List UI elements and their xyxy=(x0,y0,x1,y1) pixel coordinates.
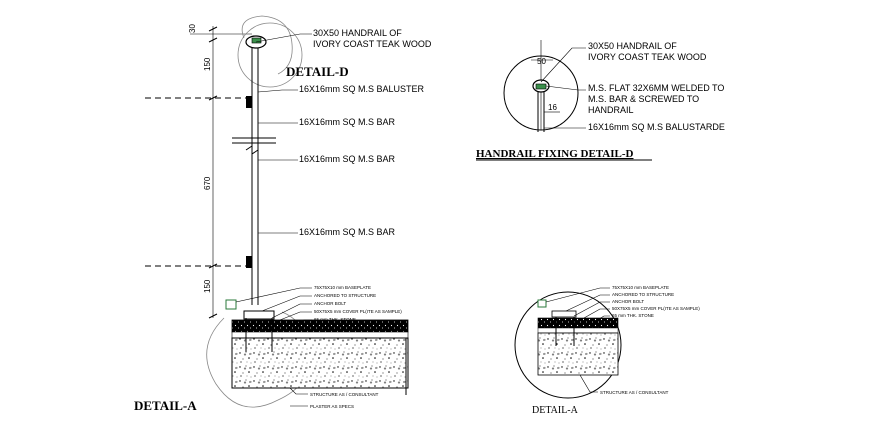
screed-layer xyxy=(231,331,409,339)
detail-a-small: 75X75X10 mm BASEPLATE ANCHORED TO STRUCT… xyxy=(514,285,700,416)
detail-d-handrail-line1: 30X50 HANDRAIL OF xyxy=(588,41,677,51)
detail-d-balustrade-label: 16X16mm SQ M.S BALUSTARDE xyxy=(588,122,725,132)
small-note-3: ANCHOR BOLT xyxy=(612,299,644,304)
handrail-fixing-detail-d: 50 16 30X50 HANDRAIL OF IVORY COAST TEAK… xyxy=(476,40,725,161)
handrail-label-line2: IVORY COAST TEAK WOOD xyxy=(313,39,432,49)
leader-lines xyxy=(255,33,312,234)
small-note-5: 65 mm THK. STONE xyxy=(612,313,654,318)
base-detail-large xyxy=(206,299,409,408)
detail-a-small-circle xyxy=(514,291,622,399)
small-concrete-slab xyxy=(537,332,619,376)
bar-label-3: 16X16mm SQ M.S BAR xyxy=(299,227,396,237)
detail-d-flat-line3: HANDRAIL xyxy=(588,105,634,115)
handrail-flat-plate xyxy=(251,37,262,44)
concrete-slab xyxy=(231,337,409,389)
detail-a-title-small: DETAIL-A xyxy=(532,405,579,416)
base-note-4: 50X75X5 mm COVER PL(ITE AS SAMPLE) xyxy=(314,309,402,314)
small-note-2: ANCHORED TO STRUCTURE xyxy=(612,292,674,297)
detail-d-callout-circle xyxy=(237,22,303,88)
small-screed-layer xyxy=(537,327,619,334)
small-note-1: 75X75X10 mm BASEPLATE xyxy=(612,285,669,290)
detail-d-leaders xyxy=(540,47,586,129)
dim-side-value: 16 xyxy=(548,103,557,112)
dim-upper: 150 xyxy=(203,57,212,71)
detail-d-flat-line1: M.S. FLAT 32X6MM WELDED TO xyxy=(588,83,724,93)
bar-label-1: 16X16mm SQ M.S BAR xyxy=(299,117,396,127)
base-note-leaders xyxy=(235,287,312,407)
cover-plate xyxy=(225,299,237,310)
baluster-connection-top xyxy=(246,96,252,108)
small-note-4: 50X75X5 mm COVER PL(ITE AS SAMPLE) xyxy=(612,306,700,311)
small-note-structure: STRUCTURE AS / CONSULTANT xyxy=(600,390,669,395)
detail-d-reference: DETAIL-D xyxy=(286,64,349,79)
base-note-3: ANCHOR BOLT xyxy=(314,301,346,306)
base-note-5: 65 mm THK. STONE xyxy=(314,317,356,322)
detail-d-title: HANDRAIL FIXING DETAIL-D xyxy=(476,148,634,160)
dim-top: 30 xyxy=(188,24,197,33)
baluster-label: 16X16mm SQ M.S BALUSTER xyxy=(299,84,425,94)
dim-top-value: 50 xyxy=(537,57,546,66)
detail-a-title-large: DETAIL-A xyxy=(134,398,197,413)
bar-label-2: 16X16mm SQ M.S BAR xyxy=(299,154,396,164)
dimension-ticks xyxy=(190,26,252,319)
small-note-leaders xyxy=(545,287,610,393)
small-cover-plate xyxy=(537,299,547,308)
detail-d-handrail-line2: IVORY COAST TEAK WOOD xyxy=(588,52,707,62)
dim-bottom: 150 xyxy=(203,279,212,293)
base-note-1: 75X75X10 mm BASEPLATE xyxy=(314,285,371,290)
detail-d-callout-arc xyxy=(241,15,293,75)
small-stone-layer xyxy=(537,317,619,329)
baluster-connection-bottom xyxy=(246,256,252,268)
break-zigzag xyxy=(245,145,259,155)
base-note-2: ANCHORED TO STRUCTURE xyxy=(314,293,376,298)
ms-flat-section xyxy=(535,83,547,90)
small-baseplate xyxy=(551,310,577,318)
dim-middle: 670 xyxy=(203,176,212,190)
detail-a-elevation: 30 150 670 150 30X50 HANDRAIL OF I xyxy=(134,15,432,413)
detail-d-flat-line2: M.S. BAR & SCREWED TO xyxy=(588,94,699,104)
baseplate xyxy=(243,310,275,320)
handrail-label-line1: 30X50 HANDRAIL OF xyxy=(313,28,402,38)
base-note-structure: STRUCTURE AS / CONSULTANT xyxy=(310,392,379,397)
base-note-plaster: PLASTER AS SPECS xyxy=(310,404,354,409)
